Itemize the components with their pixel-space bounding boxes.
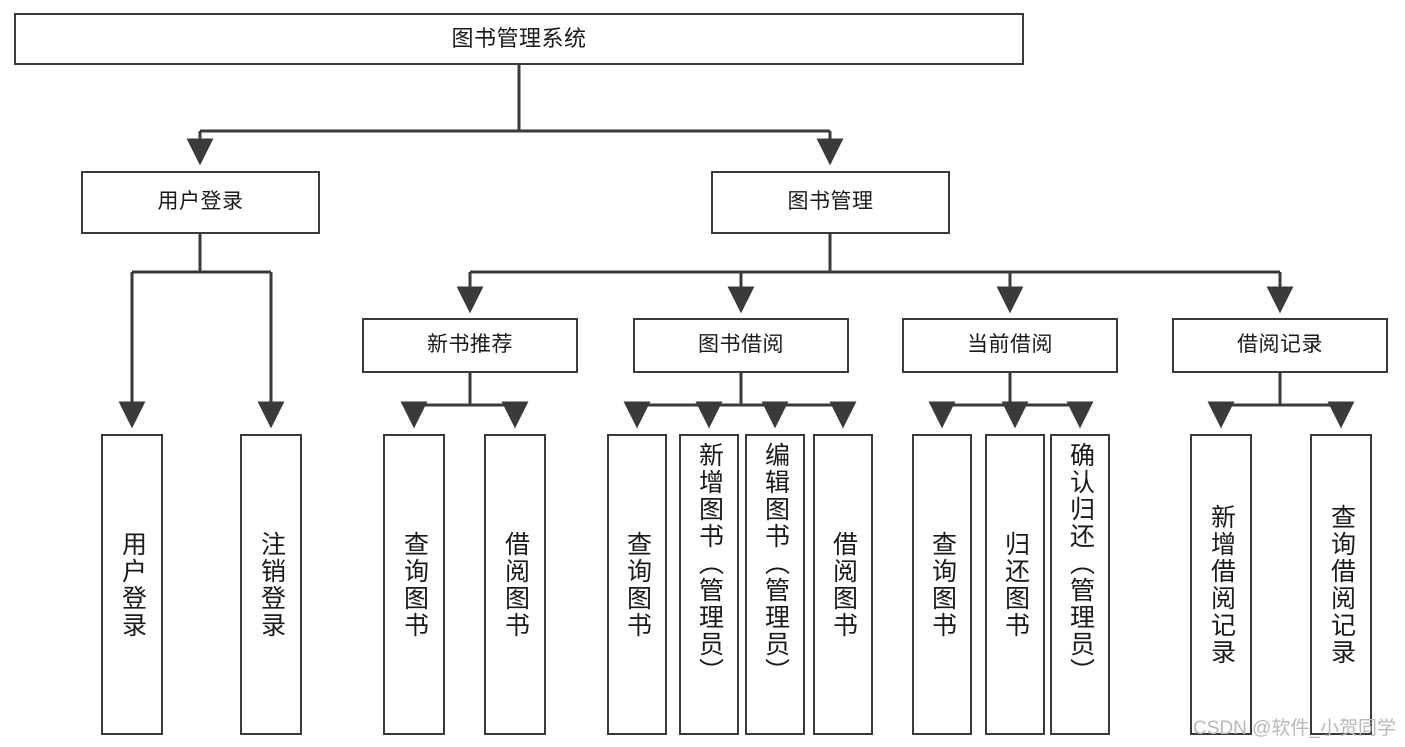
node-user-login[interactable]: 用户登录 xyxy=(81,171,320,234)
node-leaf-borrow-book-rec-label: 借阅图书 xyxy=(501,530,530,639)
node-current-borrow-label: 当前借阅 xyxy=(967,333,1053,357)
node-leaf-query-record[interactable]: 查询借阅记录 xyxy=(1310,434,1372,735)
watermark: CSDN @软件_小贺同学 xyxy=(1193,718,1396,739)
node-leaf-add-book-label: 新增图书（管理员） xyxy=(695,442,724,685)
node-leaf-borrow-book-bb-label: 借阅图书 xyxy=(829,530,858,639)
node-leaf-borrow-book-rec[interactable]: 借阅图书 xyxy=(484,434,546,735)
node-leaf-query-book-cb-label: 查询图书 xyxy=(928,530,957,639)
node-new-book-rec[interactable]: 新书推荐 xyxy=(362,318,578,373)
node-leaf-edit-book[interactable]: 编辑图书（管理员） xyxy=(745,434,805,735)
node-book-borrow-label: 图书借阅 xyxy=(698,333,784,357)
node-leaf-query-book-bb-label: 查询图书 xyxy=(623,530,652,639)
node-leaf-add-record[interactable]: 新增借阅记录 xyxy=(1190,434,1252,735)
node-borrow-record-label: 借阅记录 xyxy=(1237,333,1323,357)
node-leaf-borrow-book-bb[interactable]: 借阅图书 xyxy=(813,434,873,735)
node-leaf-logout[interactable]: 注销登录 xyxy=(240,434,302,735)
node-leaf-query-book-cb[interactable]: 查询图书 xyxy=(912,434,972,735)
node-leaf-return-book[interactable]: 归还图书 xyxy=(985,434,1045,735)
node-leaf-query-book-rec[interactable]: 查询图书 xyxy=(383,434,445,735)
node-leaf-user-login-label: 用户登录 xyxy=(118,530,147,639)
node-root-label: 图书管理系统 xyxy=(451,26,587,52)
node-leaf-confirm-return[interactable]: 确认归还（管理员） xyxy=(1050,434,1110,735)
node-leaf-add-book[interactable]: 新增图书（管理员） xyxy=(679,434,739,735)
node-leaf-query-record-label: 查询借阅记录 xyxy=(1327,503,1356,666)
node-leaf-edit-book-label: 编辑图书（管理员） xyxy=(761,442,790,685)
node-leaf-logout-label: 注销登录 xyxy=(257,530,286,639)
node-borrow-record[interactable]: 借阅记录 xyxy=(1172,318,1388,373)
node-leaf-query-book-rec-label: 查询图书 xyxy=(400,530,429,639)
node-new-book-rec-label: 新书推荐 xyxy=(427,333,513,357)
node-root[interactable]: 图书管理系统 xyxy=(14,13,1024,65)
node-leaf-user-login[interactable]: 用户登录 xyxy=(101,434,163,735)
node-book-manage-label: 图书管理 xyxy=(787,190,874,214)
node-user-login-label: 用户登录 xyxy=(157,190,244,214)
node-leaf-return-book-label: 归还图书 xyxy=(1001,530,1030,639)
node-current-borrow[interactable]: 当前借阅 xyxy=(902,318,1118,373)
node-book-borrow[interactable]: 图书借阅 xyxy=(633,318,849,373)
node-leaf-confirm-return-label: 确认归还（管理员） xyxy=(1066,442,1095,685)
node-book-manage[interactable]: 图书管理 xyxy=(711,171,950,234)
node-leaf-add-record-label: 新增借阅记录 xyxy=(1207,503,1236,666)
node-leaf-query-book-bb[interactable]: 查询图书 xyxy=(607,434,667,735)
